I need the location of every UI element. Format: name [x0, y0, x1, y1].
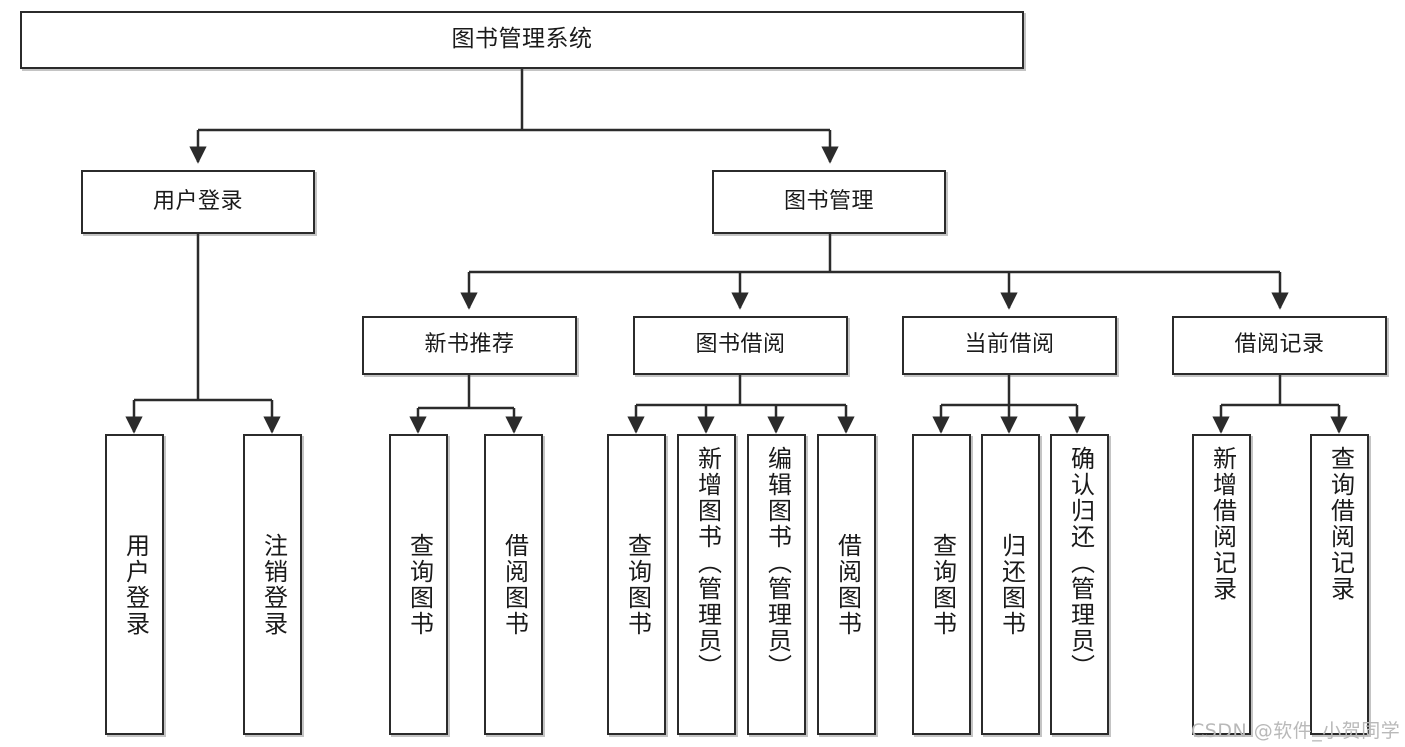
node-label: 新增借阅记录 [1208, 446, 1237, 602]
node-leaf-query-record[interactable]: 查询借阅记录 [1310, 434, 1369, 735]
node-label: 查询图书 [623, 532, 652, 637]
node-leaf-add-book[interactable]: 新增图书（管理员） [677, 434, 736, 735]
node-leaf-confirm-return[interactable]: 确认归还（管理员） [1050, 434, 1109, 735]
node-label: 借阅记录 [1234, 332, 1325, 358]
node-label: 用户登录 [121, 532, 150, 637]
node-current-borrow[interactable]: 当前借阅 [902, 316, 1117, 375]
node-label: 图书借阅 [695, 332, 786, 358]
node-label: 归还图书 [997, 532, 1026, 637]
node-label: 注销登录 [259, 532, 288, 637]
node-label: 新增图书（管理员） [693, 446, 722, 680]
node-label: 借阅图书 [833, 532, 862, 637]
node-label: 新书推荐 [424, 332, 515, 358]
node-borrow-record[interactable]: 借阅记录 [1172, 316, 1387, 375]
node-label: 查询借阅记录 [1326, 446, 1355, 602]
watermark-csdn: CSDN @软件_小贺同学 [1191, 720, 1401, 742]
node-root-system[interactable]: 图书管理系统 [20, 11, 1024, 69]
node-leaf-query-book-2[interactable]: 查询图书 [607, 434, 666, 735]
node-label: 当前借阅 [964, 332, 1055, 358]
node-label: 图书管理 [783, 188, 874, 214]
node-new-book-recommend[interactable]: 新书推荐 [362, 316, 577, 375]
node-leaf-query-book-1[interactable]: 查询图书 [389, 434, 448, 735]
node-label: 查询图书 [405, 532, 434, 637]
node-leaf-edit-book[interactable]: 编辑图书（管理员） [747, 434, 806, 735]
node-label: 借阅图书 [500, 532, 529, 637]
node-leaf-add-record[interactable]: 新增借阅记录 [1192, 434, 1251, 735]
node-leaf-return-book[interactable]: 归还图书 [981, 434, 1040, 735]
node-leaf-user-login[interactable]: 用户登录 [105, 434, 164, 735]
node-label: 查询图书 [928, 532, 957, 637]
node-label: 确认归还（管理员） [1066, 446, 1095, 680]
node-book-management[interactable]: 图书管理 [712, 170, 946, 234]
node-label: 编辑图书（管理员） [763, 446, 792, 680]
node-leaf-borrow-book-2[interactable]: 借阅图书 [817, 434, 876, 735]
node-book-borrow[interactable]: 图书借阅 [633, 316, 848, 375]
node-leaf-logout-login[interactable]: 注销登录 [243, 434, 302, 735]
node-label: 用户登录 [152, 188, 243, 214]
node-leaf-borrow-book-1[interactable]: 借阅图书 [484, 434, 543, 735]
node-label: 图书管理系统 [451, 26, 593, 53]
node-user-login[interactable]: 用户登录 [81, 170, 315, 234]
node-leaf-query-book-3[interactable]: 查询图书 [912, 434, 971, 735]
